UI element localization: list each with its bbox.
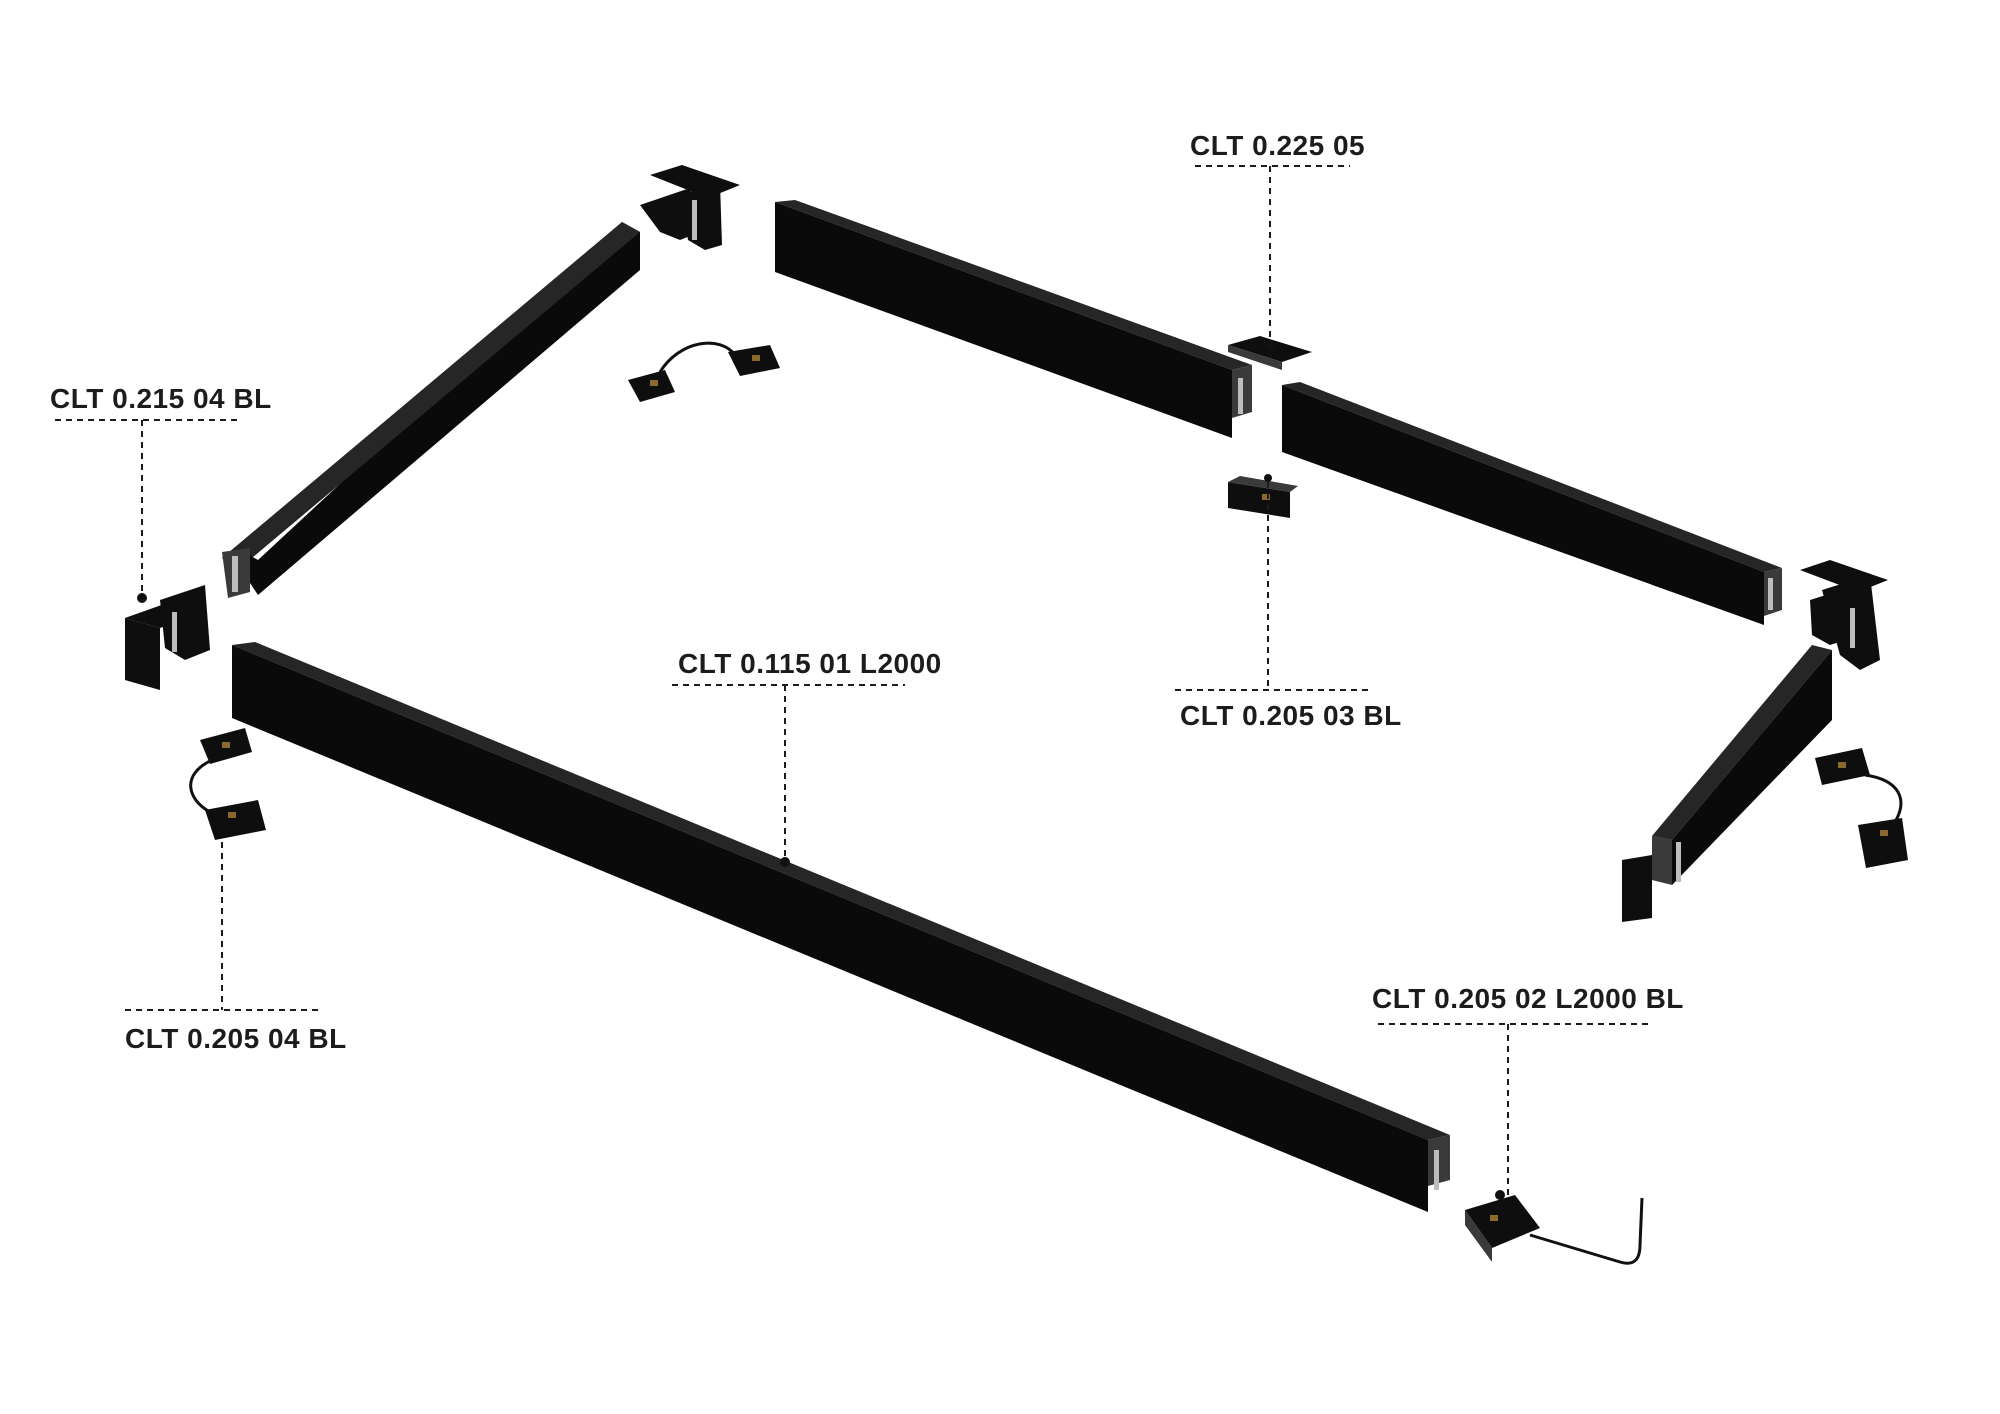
label-clt-0-205-03-bl: CLT 0.205 03 BL — [1175, 482, 1402, 731]
label-text: CLT 0.205 04 BL — [125, 1023, 347, 1054]
label-text: CLT 0.205 03 BL — [1180, 700, 1402, 731]
label-text: CLT 0.115 01 L2000 — [678, 648, 942, 679]
power-feed-connector — [1465, 1190, 1644, 1265]
track-profile-right — [1622, 645, 1832, 922]
label-text: CLT 0.205 02 L2000 BL — [1372, 983, 1684, 1014]
track-profile-top-right — [1282, 382, 1782, 625]
corner-connector-right — [1800, 560, 1888, 670]
flexible-connector-right — [1815, 748, 1908, 868]
straight-connector-center — [1228, 474, 1298, 518]
label-clt-0-215-04-bl: CLT 0.215 04 BL — [50, 383, 272, 594]
corner-connector-left — [125, 585, 210, 690]
flexible-connector-top — [628, 341, 780, 402]
label-clt-0-225-05: CLT 0.225 05 — [1190, 130, 1365, 340]
joiner-plate-top — [1228, 336, 1312, 370]
track-profile-front-long — [232, 642, 1450, 1212]
label-text: CLT 0.225 05 — [1190, 130, 1365, 161]
flexible-connector-left — [189, 728, 266, 840]
label-clt-0-205-04-bl: CLT 0.205 04 BL — [125, 842, 347, 1054]
track-profile-top-center — [775, 200, 1252, 438]
label-clt-0-205-02-l2000-bl: CLT 0.205 02 L2000 BL — [1372, 983, 1684, 1195]
label-clt-0-115-01-l2000: CLT 0.115 01 L2000 — [672, 648, 942, 858]
track-profile-left — [222, 222, 640, 598]
label-text: CLT 0.215 04 BL — [50, 383, 272, 414]
corner-connector-top-left — [640, 165, 740, 250]
